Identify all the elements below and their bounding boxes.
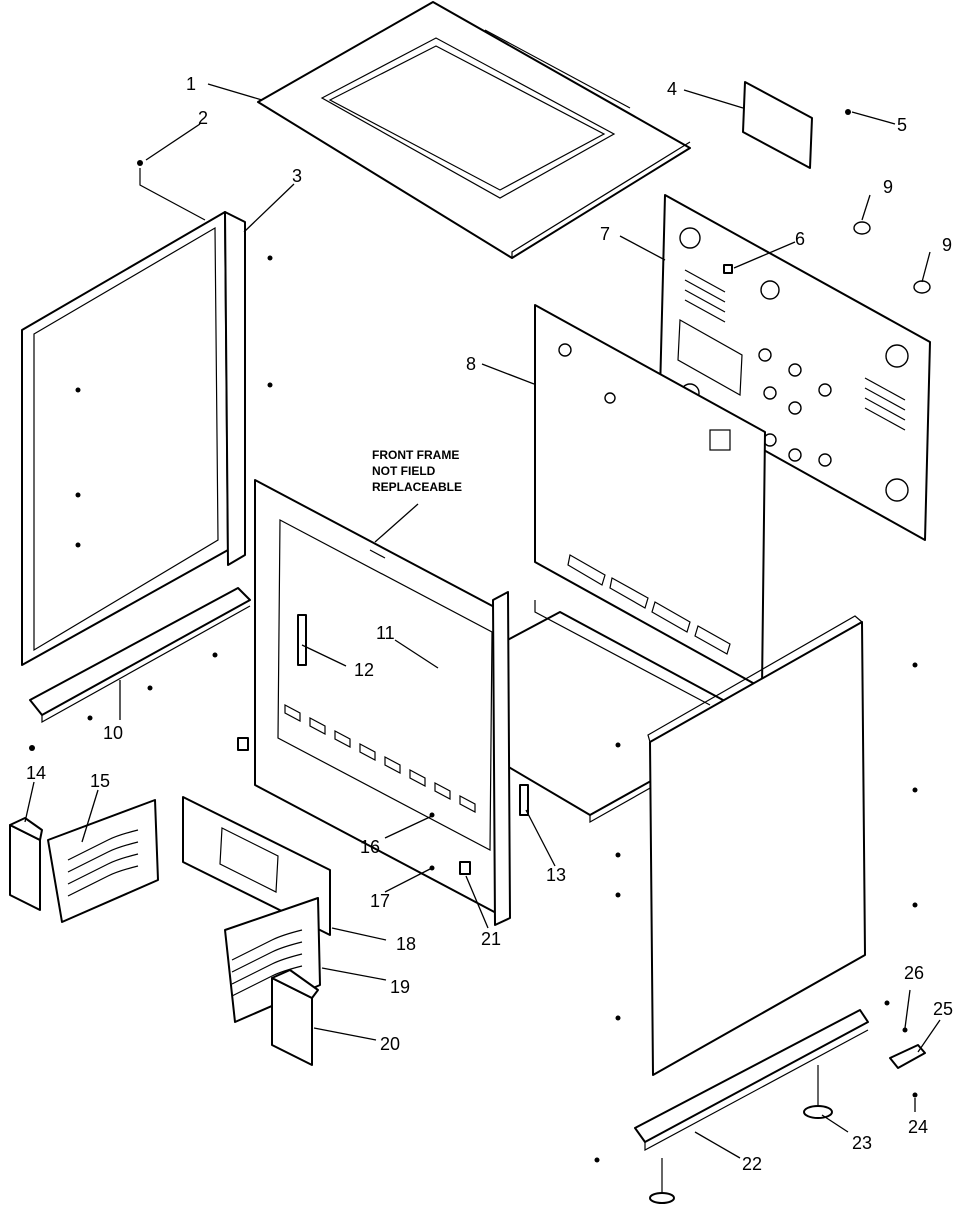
note-line-2: NOT FIELD [372,464,436,478]
callout-25: 25 [933,999,953,1019]
screw-right-4 [615,742,621,748]
top-panel [257,1,691,259]
screw-rail-1 [594,1157,600,1163]
callout-12: 12 [354,660,374,680]
screw-right-1 [912,662,918,668]
screw-5 [845,109,851,115]
callout-11: 11 [376,623,395,643]
callout-6: 6 [795,229,805,249]
callout-15: 15 [90,771,110,791]
foot-screw-left-4 [212,652,218,658]
screw-side-2 [267,382,273,388]
foot-screw-left-3 [147,685,153,691]
grommet-lower [913,280,931,294]
callout-26: 26 [904,963,924,983]
callout-9-lower: 9 [942,235,952,255]
callout-2: 2 [198,108,208,128]
door-hinge-left [297,614,307,666]
callout-17: 17 [370,891,390,911]
note-line-1: FRONT FRAME [372,448,459,462]
callout-21: 21 [481,929,501,949]
callout-24: 24 [908,1117,928,1137]
door-hinge-right [519,784,529,816]
anti-tip-bracket [889,1044,926,1069]
grommet-upper [853,221,871,235]
screw-26 [902,1027,908,1033]
right-base-rail [634,1009,869,1143]
screw-rail-2 [884,1000,890,1006]
front-kick-panel [182,796,331,936]
foot-screw-left-1 [29,745,35,751]
note-line-3: REPLACEABLE [372,480,462,494]
callout-10: 10 [103,723,123,743]
callout-16: 16 [360,837,380,857]
leveling-leg-front [649,1158,675,1204]
callout-13: 13 [546,865,566,885]
callout-18: 18 [396,934,416,954]
callout-5: 5 [897,115,907,135]
callout-7: 7 [600,224,610,244]
callout-19: 19 [390,977,410,997]
screw-24 [912,1092,918,1098]
callout-22: 22 [742,1154,762,1174]
right-end-cap-side [271,969,319,999]
callout-1: 1 [186,74,196,94]
screw-side-5 [75,542,81,548]
left-kick-panel [47,799,159,923]
front-frame-note: FRONT FRAME NOT FIELD REPLACEABLE [372,448,462,494]
wire-clip [723,264,733,274]
leader-lines [24,83,941,1159]
latch-clip-left [237,737,249,751]
leveling-leg-rear [803,1065,833,1119]
callout-8: 8 [466,354,476,374]
callout-23: 23 [852,1133,872,1153]
screw-side-4 [75,492,81,498]
callout-20: 20 [380,1034,400,1054]
left-side-frame [21,211,246,666]
screw-right-2 [912,787,918,793]
callout-9-upper: 9 [883,177,893,197]
back-cover-plate [742,81,813,169]
latch-clip [459,861,471,875]
callout-labels: 1 2 3 4 5 6 7 8 9 9 10 11 12 13 14 15 16… [26,74,953,1174]
right-side-panel [647,615,866,1076]
callout-3: 3 [292,166,302,186]
callout-4: 4 [667,79,677,99]
screw-right-3 [912,902,918,908]
callout-14: 14 [26,763,46,783]
screw-2 [137,160,143,166]
left-base-rail [29,587,251,716]
screw-side-1 [267,255,273,261]
front-frame [254,479,511,926]
left-end-cap-side [9,817,43,841]
screw-right-5 [615,852,621,858]
screw-side-3 [75,387,81,393]
screw-right-7 [615,1015,621,1021]
foot-screw-left-2 [87,715,93,721]
screw-right-6 [615,892,621,898]
